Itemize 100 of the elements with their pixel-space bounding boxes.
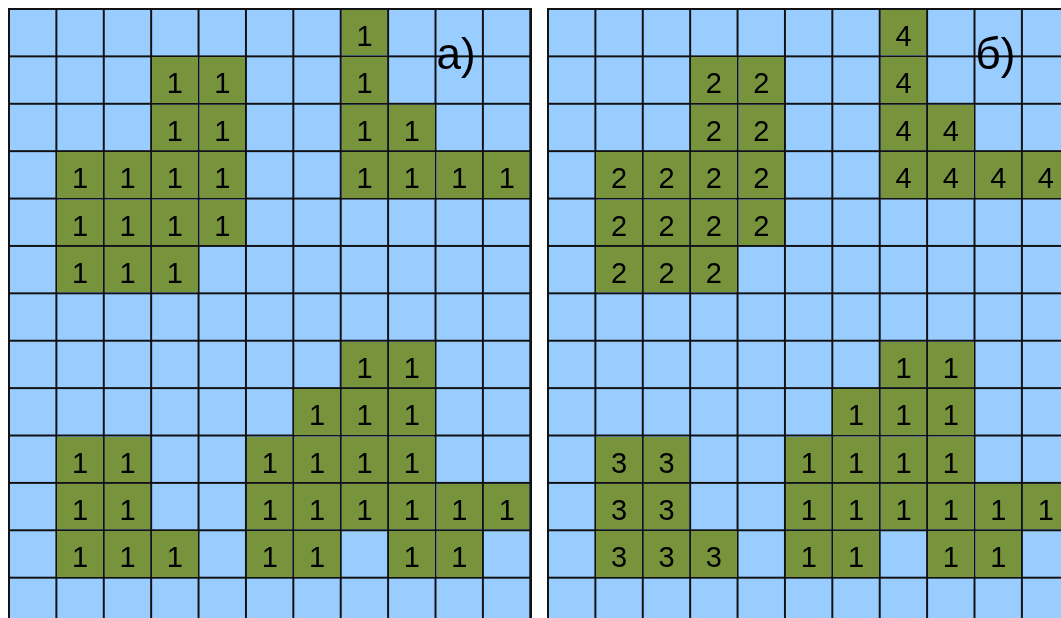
filled-cell: 2	[738, 199, 784, 245]
filled-cell: 1	[436, 152, 482, 198]
filled-cell: 3	[691, 531, 737, 577]
filled-cell: 3	[643, 436, 690, 482]
filled-cell: 1	[341, 57, 388, 103]
filled-cell: 1	[484, 484, 530, 530]
filled-cell: 2	[691, 152, 737, 198]
filled-cell: 1	[484, 152, 530, 198]
filled-cell: 2	[738, 152, 784, 198]
filled-cell: 1	[880, 484, 927, 530]
filled-cell: 1	[199, 57, 245, 103]
filled-cell: 1	[199, 152, 245, 198]
filled-cell: 1	[436, 531, 482, 577]
filled-cell: 1	[341, 484, 388, 530]
filled-cell: 1	[57, 531, 103, 577]
filled-cell: 2	[643, 247, 690, 293]
filled-cell: 1	[294, 436, 340, 482]
filled-cell: 1	[389, 389, 435, 435]
filled-cell: 3	[643, 531, 690, 577]
filled-cell: 1	[833, 436, 879, 482]
filled-cell: 1	[294, 389, 340, 435]
filled-cell: 1	[57, 436, 103, 482]
filled-cell: 1	[152, 57, 198, 103]
filled-cell: 2	[691, 57, 737, 103]
filled-cell: 2	[738, 104, 784, 151]
filled-cell: 1	[104, 152, 151, 198]
filled-cell: 1	[152, 199, 198, 245]
filled-cell: 1	[975, 531, 1021, 577]
filled-cell: 1	[104, 531, 151, 577]
filled-cell: 1	[341, 152, 388, 198]
filled-cell: 1	[1023, 484, 1061, 530]
filled-cell: 1	[786, 531, 832, 577]
filled-cell: 2	[738, 57, 784, 103]
filled-cell: 1	[341, 436, 388, 482]
filled-cell: 1	[833, 389, 879, 435]
filled-cell: 2	[691, 199, 737, 245]
filled-cell: 3	[596, 436, 642, 482]
filled-cell: 1	[833, 531, 879, 577]
filled-cell: 1	[341, 104, 388, 151]
filled-cell: 1	[389, 341, 435, 388]
filled-cell: 1	[786, 436, 832, 482]
filled-cell: 1	[104, 199, 151, 245]
filled-cell: 1	[104, 484, 151, 530]
filled-cell: 1	[247, 436, 293, 482]
filled-cell: 1	[928, 436, 974, 482]
filled-cell: 2	[643, 199, 690, 245]
filled-cell: 1	[389, 436, 435, 482]
filled-cell: 1	[104, 247, 151, 293]
filled-cell: 1	[833, 484, 879, 530]
filled-cell: 4	[1023, 152, 1061, 198]
filled-cell: 2	[691, 247, 737, 293]
filled-cell: 3	[596, 531, 642, 577]
filled-cell: 1	[152, 104, 198, 151]
filled-cell: 1	[880, 341, 927, 388]
filled-cell: 1	[389, 104, 435, 151]
filled-cell: 4	[880, 152, 927, 198]
filled-cell: 1	[341, 341, 388, 388]
filled-cell: 1	[152, 247, 198, 293]
filled-cell: 1	[389, 531, 435, 577]
filled-cell: 1	[57, 484, 103, 530]
filled-cell: 2	[596, 199, 642, 245]
filled-cell: 2	[643, 152, 690, 198]
filled-cell: 1	[928, 531, 974, 577]
filled-cell: 1	[247, 484, 293, 530]
filled-cell: 1	[880, 436, 927, 482]
filled-cell: 2	[596, 152, 642, 198]
grid-panel	[547, 8, 1061, 618]
filled-cell: 1	[786, 484, 832, 530]
filled-cell: 1	[247, 531, 293, 577]
filled-cell: 1	[57, 152, 103, 198]
filled-cell: 1	[199, 104, 245, 151]
filled-cell: 4	[928, 104, 974, 151]
filled-cell: 4	[880, 104, 927, 151]
filled-cell: 1	[199, 199, 245, 245]
filled-cell: 2	[691, 104, 737, 151]
filled-cell: 1	[341, 10, 388, 56]
filled-cell: 3	[596, 484, 642, 530]
filled-cell: 1	[152, 152, 198, 198]
filled-cell: 4	[880, 57, 927, 103]
filled-cell: 4	[975, 152, 1021, 198]
filled-cell: 1	[389, 484, 435, 530]
filled-cell: 1	[294, 484, 340, 530]
filled-cell: 1	[928, 484, 974, 530]
filled-cell: 1	[975, 484, 1021, 530]
filled-cell: 3	[643, 484, 690, 530]
filled-cell: 4	[928, 152, 974, 198]
filled-cell: 2	[596, 247, 642, 293]
filled-cell: 4	[880, 10, 927, 56]
filled-cell: 1	[341, 389, 388, 435]
filled-cell: 1	[436, 484, 482, 530]
filled-cell: 1	[880, 389, 927, 435]
grid-panel	[8, 8, 532, 618]
filled-cell: 1	[928, 341, 974, 388]
filled-cell: 1	[389, 152, 435, 198]
filled-cell: 1	[57, 199, 103, 245]
filled-cell: 1	[152, 531, 198, 577]
filled-cell: 1	[104, 436, 151, 482]
filled-cell: 1	[928, 389, 974, 435]
filled-cell: 1	[57, 247, 103, 293]
filled-cell: 1	[294, 531, 340, 577]
